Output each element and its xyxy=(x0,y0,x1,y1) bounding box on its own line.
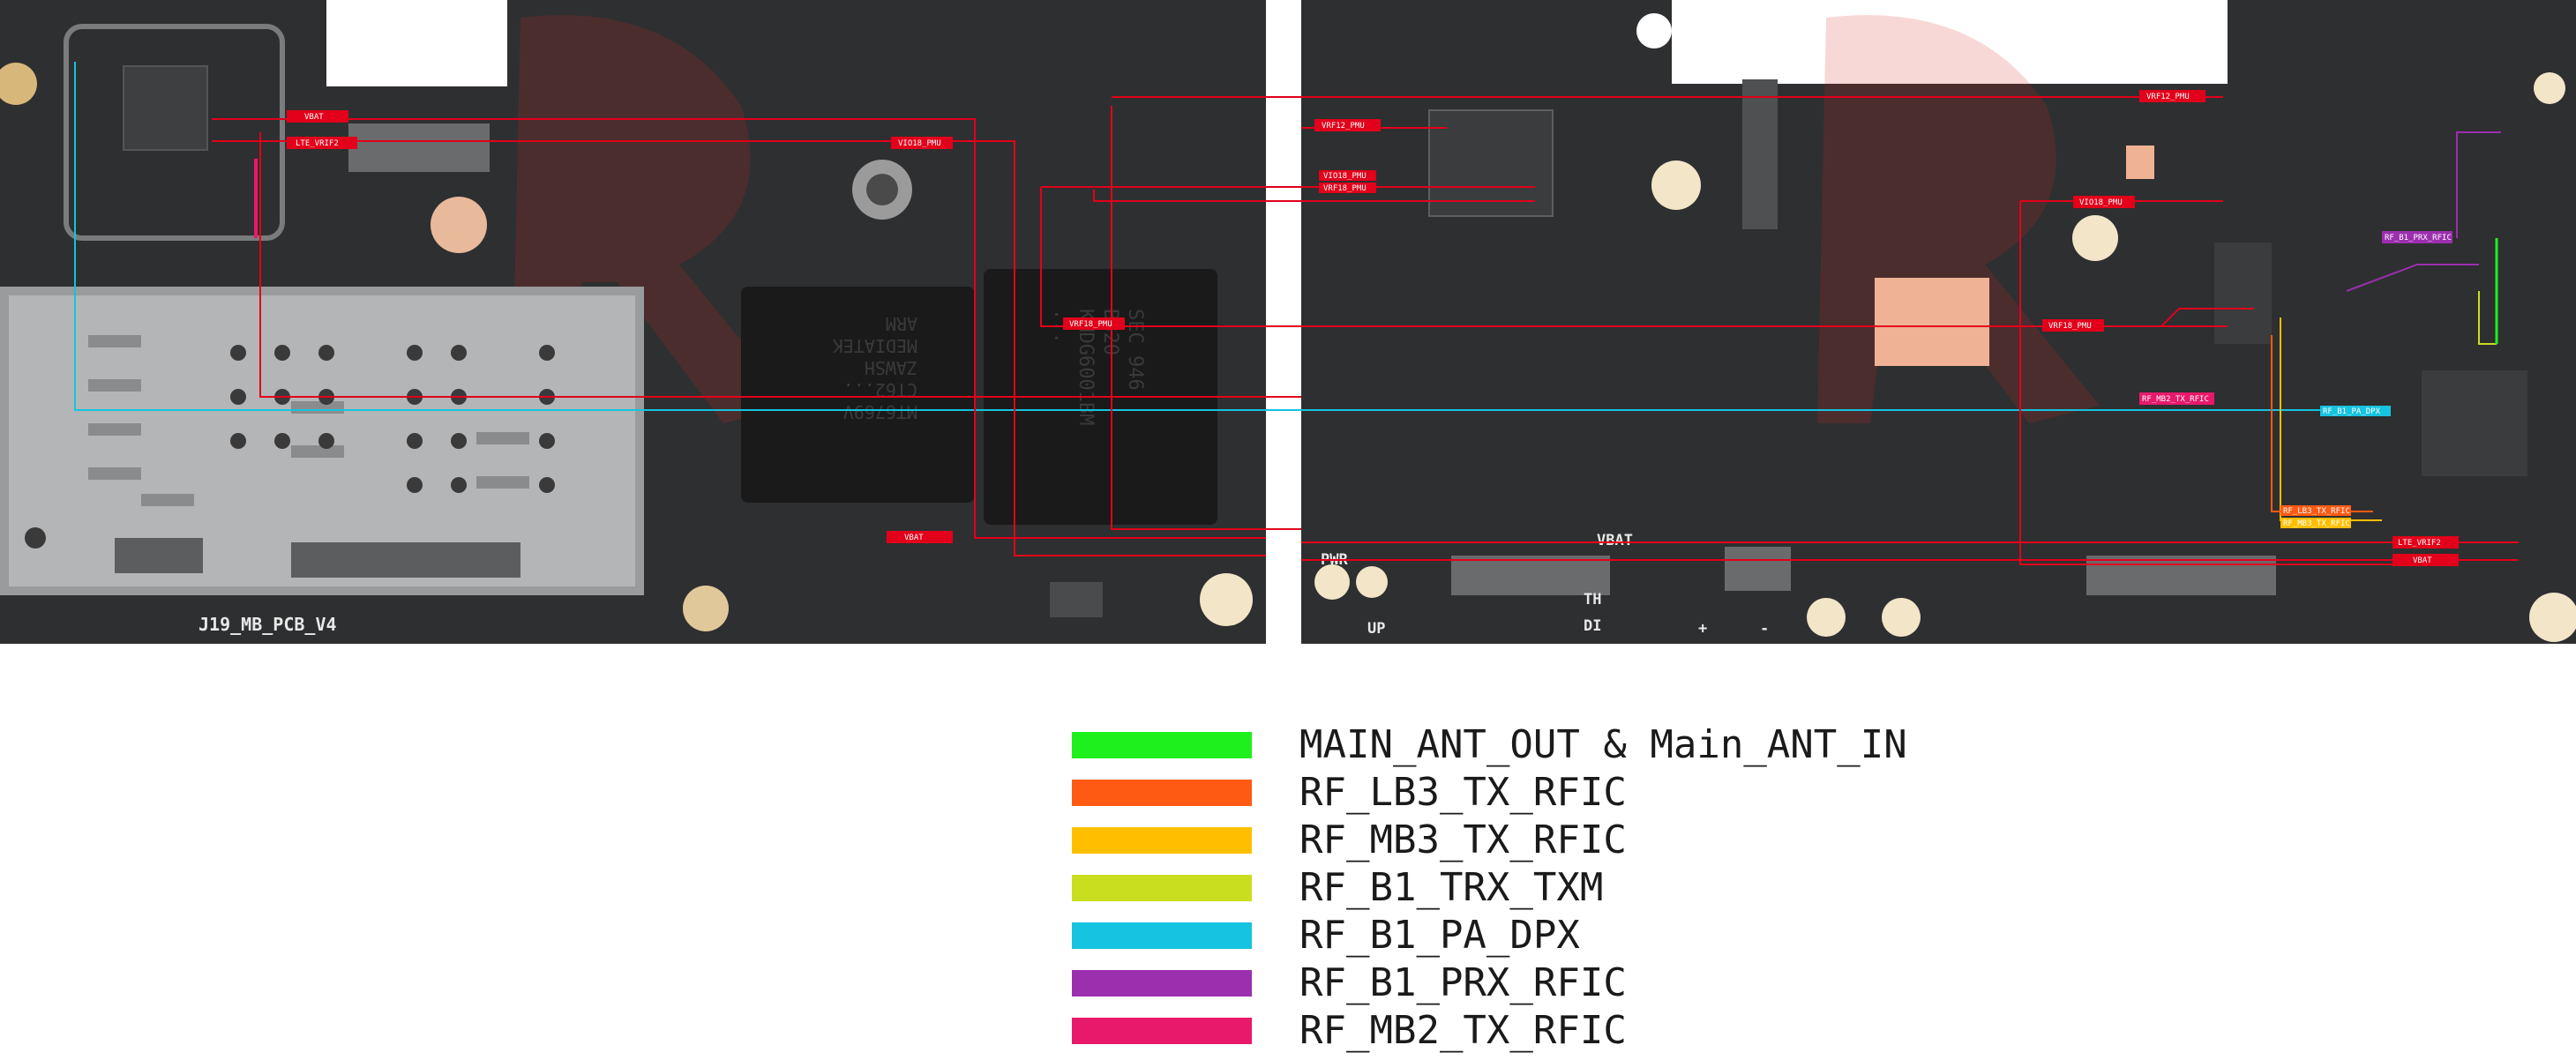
svg-text:LTE_VRIF2: LTE_VRIF2 xyxy=(2398,539,2441,548)
svg-text:RF_B1_PRX_RFIC: RF_B1_PRX_RFIC xyxy=(2385,234,2452,243)
legend-label: RF_B1_PA_DPX xyxy=(1299,913,1580,958)
net-tag: VBAT xyxy=(2393,554,2459,566)
svg-text:VRF12_PMU: VRF12_PMU xyxy=(2146,93,2190,101)
net-tag: RF_B1_PRX_RFIC xyxy=(2382,231,2452,243)
svg-text:VBAT: VBAT xyxy=(2413,556,2432,565)
net-tag: VIO18_PMU xyxy=(2073,196,2135,208)
svg-text:VBAT: VBAT xyxy=(1597,532,1633,549)
legend-swatch xyxy=(1072,732,1252,758)
svg-text:VBAT: VBAT xyxy=(304,113,324,122)
svg-text:RF_MB3_TX_RFIC: RF_MB3_TX_RFIC xyxy=(2283,519,2350,528)
legend: MAIN_ANT_OUT & Main_ANT_IN RF_LB3_TX_RFI… xyxy=(1072,719,1954,1054)
svg-text:DI: DI xyxy=(1584,617,1601,635)
mediatek-chip: MT6769V CT62... ZAWSH MEDIATEK ARM xyxy=(741,287,975,503)
net-tag: RF_B1_PA_DPX xyxy=(2320,406,2391,416)
svg-text:VIO18_PMU: VIO18_PMU xyxy=(898,139,941,148)
net-tag: VBAT xyxy=(287,110,348,123)
net-tag: VIO18_PMU xyxy=(891,137,953,149)
legend-swatch xyxy=(1072,970,1252,997)
svg-text:TH: TH xyxy=(1584,591,1601,608)
legend-item: MAIN_ANT_OUT & Main_ANT_IN xyxy=(1072,719,1954,767)
net-tag: RF_MB2_TX_RFIC xyxy=(2139,392,2214,405)
pcb-board-view: MT6769V CT62... ZAWSH MEDIATEK ARM SEC 9… xyxy=(0,0,2576,644)
svg-text:VIO18_PMU: VIO18_PMU xyxy=(1323,172,1367,181)
trace-overlays xyxy=(74,62,2519,565)
legend-item: RF_B1_PA_DPX xyxy=(1072,909,1954,958)
net-tag: RF_LB3_TX_RFIC xyxy=(2280,505,2351,516)
legend-item: RF_B1_PRX_RFIC xyxy=(1072,957,1954,1005)
left-pcb-silkscreen: J19_MB_PCB_V4 xyxy=(198,614,337,635)
net-tag: VBAT xyxy=(887,531,953,543)
svg-text:VRF12_PMU: VRF12_PMU xyxy=(1322,122,1365,131)
legend-swatch xyxy=(1072,827,1252,854)
net-tag: VRF18_PMU xyxy=(2042,319,2104,332)
net-tag: VRF18_PMU xyxy=(1319,183,1376,193)
svg-text:VIO18_PMU: VIO18_PMU xyxy=(2079,198,2123,207)
svg-text:+: + xyxy=(1698,620,1707,638)
svg-text:VRF18_PMU: VRF18_PMU xyxy=(2048,322,2092,331)
legend-label: RF_LB3_TX_RFIC xyxy=(1299,770,1627,815)
left-board-half: MT6769V CT62... ZAWSH MEDIATEK ARM SEC 9… xyxy=(0,0,1266,644)
svg-text:VBAT: VBAT xyxy=(904,534,924,542)
net-tags: VBAT LTE_VRIF2 VIO18_PMU VRF12_PMU VIO18… xyxy=(287,90,2459,566)
legend-item: RF_B1_TRX_TXM xyxy=(1072,862,1954,910)
legend-item: RF_LB3_TX_RFIC xyxy=(1072,766,1954,815)
right-board-half: PWR UP VBAT TH DI + - xyxy=(1301,0,2576,644)
legend-swatch xyxy=(1072,780,1252,806)
legend-label: RF_MB3_TX_RFIC xyxy=(1299,817,1627,862)
svg-text:-: - xyxy=(1760,620,1769,638)
net-tag: RF_MB3_TX_RFIC xyxy=(2280,518,2351,528)
legend-label: MAIN_ANT_OUT & Main_ANT_IN xyxy=(1299,722,1907,767)
svg-text:SEC 946 B320: SEC 946 B320 KMDG6001BM ... xyxy=(1050,309,1146,437)
legend-label: RF_MB2_TX_RFIC xyxy=(1299,1008,1627,1053)
right-pad-labels: PWR UP VBAT TH DI + - xyxy=(1321,532,1769,638)
net-tag: VIO18_PMU xyxy=(1319,170,1376,181)
net-tag: LTE_VRIF2 xyxy=(2393,536,2459,549)
net-tag: VRF18_PMU xyxy=(1063,317,1125,330)
svg-text:RF_LB3_TX_RFIC: RF_LB3_TX_RFIC xyxy=(2283,507,2350,516)
svg-text:UP: UP xyxy=(1367,620,1385,638)
svg-text:RF_B1_PA_DPX: RF_B1_PA_DPX xyxy=(2323,407,2381,416)
sim-pins xyxy=(25,345,555,549)
legend-label: RF_B1_PRX_RFIC xyxy=(1299,960,1627,1005)
svg-text:VRF18_PMU: VRF18_PMU xyxy=(1323,184,1367,193)
svg-text:VRF18_PMU: VRF18_PMU xyxy=(1069,320,1112,329)
legend-item: RF_MB3_TX_RFIC xyxy=(1072,814,1954,862)
legend-swatch xyxy=(1072,922,1252,949)
net-tag: VRF12_PMU xyxy=(1314,119,1381,131)
legend-item: RF_MB2_TX_RFIC xyxy=(1072,1004,1954,1053)
legend-swatch xyxy=(1072,875,1252,901)
net-tag: LTE_VRIF2 xyxy=(287,137,357,149)
legend-swatch xyxy=(1072,1018,1252,1044)
legend-label: RF_B1_TRX_TXM xyxy=(1299,865,1604,910)
svg-text:RF_MB2_TX_RFIC: RF_MB2_TX_RFIC xyxy=(2142,395,2209,404)
svg-text:LTE_VRIF2: LTE_VRIF2 xyxy=(296,139,339,148)
net-tag: VRF12_PMU xyxy=(2139,90,2205,102)
